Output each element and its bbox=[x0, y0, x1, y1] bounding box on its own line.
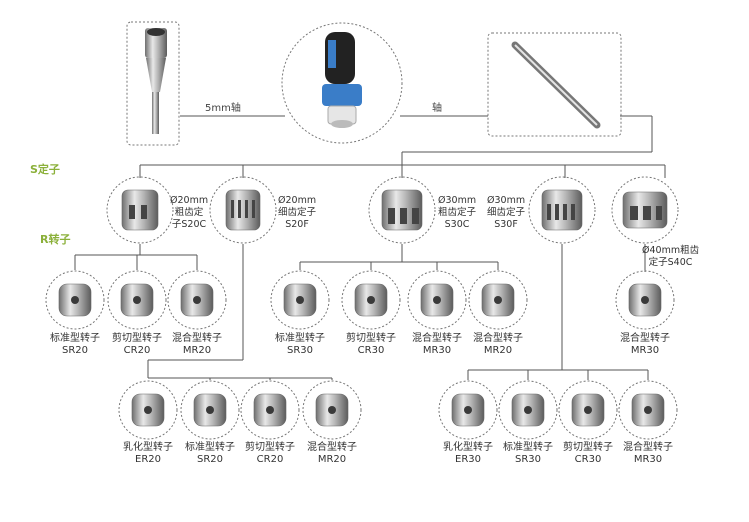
shaft-5mm-image bbox=[145, 28, 167, 134]
stator-section-label: S定子 bbox=[30, 163, 60, 176]
rotor-section-label: R转子 bbox=[40, 233, 71, 246]
stator-s20f-frame bbox=[209, 176, 277, 244]
motor-image bbox=[322, 32, 362, 128]
stator-s20c-frame bbox=[106, 176, 174, 244]
long-shaft-image bbox=[511, 41, 601, 129]
stator-s20c-image bbox=[121, 189, 159, 231]
stator-s40c-frame bbox=[611, 176, 679, 244]
stator-s20f-image bbox=[225, 189, 261, 231]
shaft-label: 轴 bbox=[432, 103, 442, 114]
stator-s30c-frame bbox=[368, 176, 436, 244]
shaft-5mm-frame bbox=[126, 21, 180, 146]
stator-s40c-label: Ø40mm粗齿定子S40C bbox=[642, 245, 700, 268]
shaft-5mm-label: 5mm轴 bbox=[205, 103, 241, 114]
motor-frame bbox=[281, 22, 403, 144]
stator-s30f-frame bbox=[528, 176, 596, 244]
